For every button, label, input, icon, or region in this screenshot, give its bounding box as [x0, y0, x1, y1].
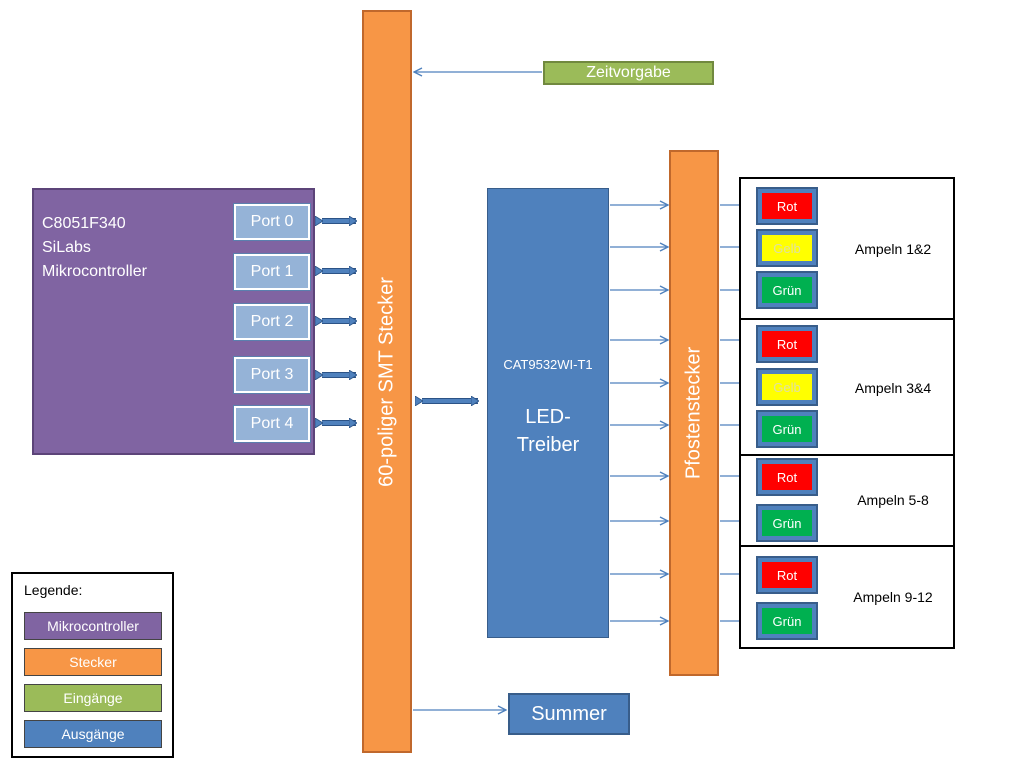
mc-line: SiLabs [42, 239, 91, 256]
legend-title: Legende: [24, 582, 83, 598]
port-2: Port 2 [233, 303, 311, 341]
lamp-label: Grün [762, 608, 812, 634]
port-4: Port 4 [233, 405, 311, 443]
legend: Legende: Mikrocontroller Stecker Eingäng… [11, 572, 174, 758]
lamp-gruen: Grün [756, 504, 818, 542]
lamp-gruen: Grün [756, 410, 818, 448]
led-driver-chip: CAT9532WI-T1 [503, 357, 593, 372]
header-connector-label: Pfostenstecker [682, 346, 705, 480]
microcontroller-label: C8051F340 SiLabs Mikrocontroller [42, 212, 147, 284]
port-1: Port 1 [233, 253, 311, 291]
lamp-gruen: Grün [756, 602, 818, 640]
legend-item-stecker: Stecker [24, 648, 162, 676]
smt-connector-label: 60-poliger SMT Stecker [375, 276, 398, 487]
lamp-label: Gelb [762, 235, 812, 261]
lamp-label: Grün [762, 510, 812, 536]
lamp-label: Rot [762, 331, 812, 357]
lamp-label: Rot [762, 464, 812, 490]
zeitvorgabe-input: Zeitvorgabe [543, 61, 714, 85]
lamp-rot: Rot [756, 556, 818, 594]
group-label: Ampeln 5-8 [857, 492, 929, 508]
led-driver-label-line: Treiber [516, 434, 580, 456]
group-label: Ampeln 3&4 [854, 380, 932, 396]
header-connector: Pfostenstecker [669, 150, 719, 676]
group-label: Ampeln 9-12 [853, 589, 933, 605]
lamp-label: Gelb [762, 374, 812, 400]
port-bus-arrows [322, 221, 356, 423]
lamp-label: Grün [762, 277, 812, 303]
lamp-rot: Rot [756, 325, 818, 363]
summer-output: Summer [508, 693, 630, 735]
driver-output-arrows [610, 205, 668, 621]
lamp-gelb: Gelb [756, 229, 818, 267]
smt-connector: 60-poliger SMT Stecker [362, 10, 412, 753]
legend-item-eingaenge: Eingänge [24, 684, 162, 712]
lamp-label: Rot [762, 562, 812, 588]
lamp-rot: Rot [756, 187, 818, 225]
lamp-label: Rot [762, 193, 812, 219]
mc-line: C8051F340 [42, 215, 126, 232]
led-driver: CAT9532WI-T1 LED- Treiber [487, 188, 609, 638]
lamp-gelb: Gelb [756, 368, 818, 406]
port-3: Port 3 [233, 356, 311, 394]
led-driver-label: LED- Treiber [488, 403, 608, 459]
legend-item-ausgaenge: Ausgänge [24, 720, 162, 748]
lamp-gruen: Grün [756, 271, 818, 309]
group-label: Ampeln 1&2 [854, 241, 932, 257]
lamp-label: Grün [762, 416, 812, 442]
lamp-rot: Rot [756, 458, 818, 496]
led-driver-label-line: LED- [525, 406, 571, 428]
legend-item-mikrocontroller: Mikrocontroller [24, 612, 162, 640]
port-0: Port 0 [233, 203, 311, 241]
mc-line: Mikrocontroller [42, 263, 147, 280]
